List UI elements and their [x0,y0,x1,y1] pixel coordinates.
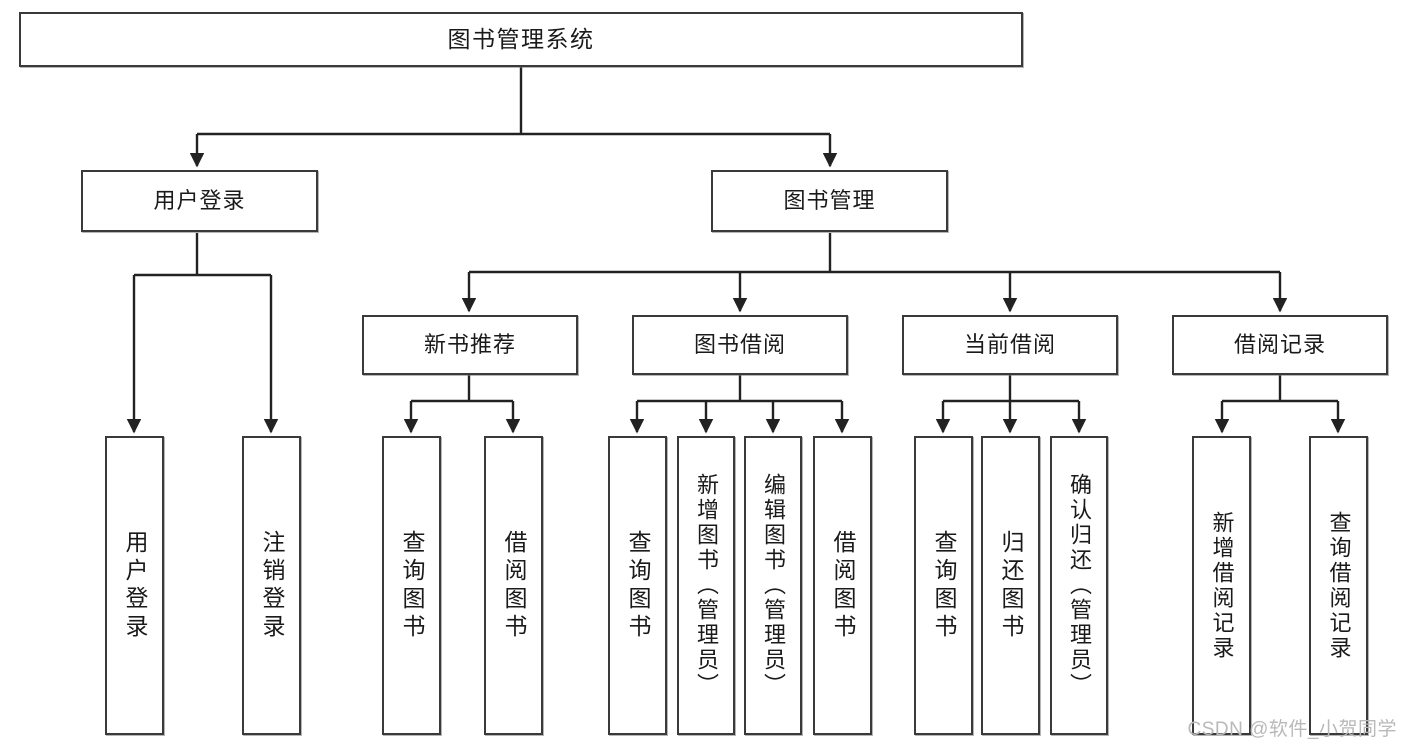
node-label: 查询图书 [625,529,651,642]
node-label: 新书推荐 [423,332,516,358]
node-current-borrow[interactable]: 当前借阅 [902,315,1118,375]
node-borrow-record[interactable]: 借阅记录 [1172,315,1388,375]
leaf-borrow-book-newbook[interactable]: 借阅图书 [484,436,543,735]
node-new-book-recommend[interactable]: 新书推荐 [362,315,578,375]
node-label: 图书管理系统 [447,25,595,52]
node-label: 归还图书 [998,529,1024,642]
leaf-query-book-borrow[interactable]: 查询图书 [608,436,667,735]
node-label: 新增借阅记录 [1209,510,1235,661]
leaf-add-borrow-record[interactable]: 新增借阅记录 [1192,436,1251,735]
node-label: 图书借阅 [693,332,786,358]
node-label: 借阅记录 [1233,332,1326,358]
node-label: 确认归还（管理员） [1067,473,1092,698]
node-user-login[interactable]: 用户登录 [81,170,318,232]
leaf-edit-book-admin[interactable]: 编辑图书（管理员） [744,436,802,735]
node-label: 用户登录 [153,188,246,214]
node-label: 借阅图书 [830,529,856,642]
node-label: 新增图书（管理员） [694,473,719,698]
leaf-logout[interactable]: 注销登录 [242,436,301,735]
node-label: 图书管理 [783,188,876,214]
csdn-watermark: CSDN @软件_小贺同学 [1187,719,1397,740]
leaf-query-book-current[interactable]: 查询图书 [914,436,973,735]
leaf-borrow-book-borrow[interactable]: 借阅图书 [813,436,872,735]
node-label: 借阅图书 [501,529,527,642]
node-label: 查询借阅记录 [1326,510,1352,661]
node-label: 查询图书 [931,529,957,642]
node-label: 编辑图书（管理员） [761,473,786,698]
leaf-return-book[interactable]: 归还图书 [981,436,1040,735]
leaf-query-borrow-record[interactable]: 查询借阅记录 [1309,436,1368,735]
node-book-manage[interactable]: 图书管理 [711,170,948,232]
leaf-user-login[interactable]: 用户登录 [105,436,164,735]
node-book-borrow[interactable]: 图书借阅 [632,315,848,375]
leaf-query-book-newbook[interactable]: 查询图书 [382,436,441,735]
node-label: 用户登录 [122,529,148,642]
node-label: 查询图书 [399,529,425,642]
node-label: 注销登录 [259,529,285,642]
node-root-system[interactable]: 图书管理系统 [19,12,1023,67]
node-label: 当前借阅 [963,332,1056,358]
leaf-confirm-return-admin[interactable]: 确认归还（管理员） [1050,436,1108,735]
leaf-add-book-admin[interactable]: 新增图书（管理员） [677,436,735,735]
